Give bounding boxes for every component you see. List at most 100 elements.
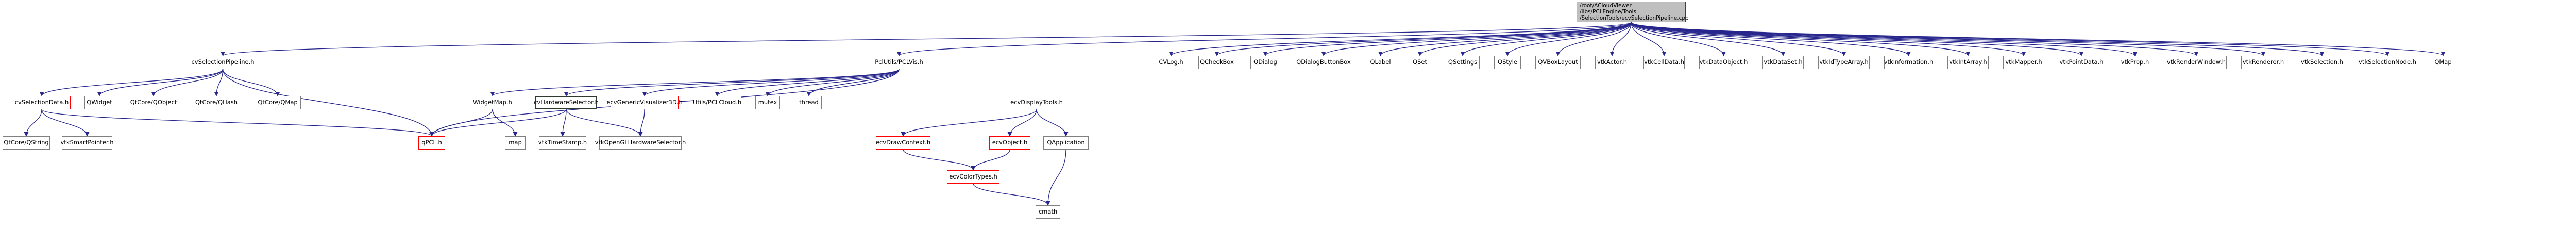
- edge-root-to-cvselectionpipeline-h: [221, 22, 1632, 56]
- root-label-line-1: /root/ACloudViewer: [1580, 2, 1632, 9]
- graph-node-vtkprop-h[interactable]: vtkProp.h: [2119, 56, 2151, 69]
- edge-pclutils-pclvis-h-to-mutex: [765, 69, 900, 96]
- edge-cvselectiondata-h-to-qpcl-h: [41, 109, 434, 137]
- graph-node-qtcore-qobject[interactable]: QtCore/QObject: [129, 96, 178, 109]
- graph-node-qvboxlayout[interactable]: QVBoxLayout: [1535, 56, 1581, 69]
- edge-cvselectionpipeline-h-to-cvselectiondata-h: [39, 69, 224, 96]
- edge-cvselectionpipeline-h-to-qtcore-qobject: [151, 69, 224, 96]
- graph-node-ecvgenericvisualizer3d-h[interactable]: ecvGenericVisualizer3D.h: [606, 96, 683, 109]
- graph-node-cmath[interactable]: cmath: [1036, 205, 1060, 219]
- edge-ecvdisplaytools-h-to-ecvdrawcontext-h: [901, 109, 1037, 137]
- graph-node-ecvdrawcontext-h[interactable]: ecvDrawContext.h: [876, 136, 930, 150]
- edge-root-to-vtkpointdata-h: [1631, 22, 2084, 56]
- graph-node-cvhardwareselector-h[interactable]: cvHardwareSelector.h: [534, 96, 599, 109]
- graph-node-vtkopenglhardwareselector-h[interactable]: vtkOpenGLHardwareSelector.h: [595, 136, 686, 150]
- graph-node-qset[interactable]: QSet: [1409, 56, 1431, 69]
- edge-root-to-pclutils-pclvis-h: [896, 22, 1632, 56]
- graph-node-cvselectiondata-h[interactable]: cvSelectionData.h: [13, 96, 71, 109]
- edge-root-to-vtkdataobject-h: [1631, 22, 1726, 56]
- graph-node-qtcore-qmap[interactable]: QtCore/QMap: [255, 96, 301, 109]
- graph-node-qdialog[interactable]: QDialog: [1250, 56, 1280, 69]
- edge-ecvobject-h-to-ecvcolortypes-h: [971, 149, 1010, 171]
- edge-root-to-vtkidtypearray-h: [1631, 22, 1846, 56]
- edge-root-to-vtkselection-h: [1631, 22, 2325, 56]
- graph-node-thread[interactable]: thread: [796, 96, 822, 109]
- edge-cvhardwareselector-h-to-vtktimestamp-h: [560, 109, 567, 137]
- graph-node-qtcore-qstring[interactable]: QtCore/QString: [3, 136, 50, 150]
- graph-node-qstyle[interactable]: QStyle: [1494, 56, 1521, 69]
- graph-node-vtkintarray-h[interactable]: vtkIntArray.h: [1947, 56, 1989, 69]
- edge-root-to-vtkprop-h: [1631, 22, 2138, 56]
- graph-node-qmap[interactable]: QMap: [2431, 56, 2455, 69]
- edge-ecvgenericvisualizer3d-h-to-vtkopenglhardwareselector-h: [638, 109, 645, 137]
- edge-root-to-qdialog: [1263, 22, 1632, 56]
- graph-node-vtkdataset-h[interactable]: vtkDataSet.h: [1762, 56, 1804, 69]
- edge-cvselectionpipeline-h-to-qtcore-qhash: [214, 69, 224, 96]
- edge-cvselectiondata-h-to-vtksmartpointer-h: [41, 109, 90, 137]
- edge-cvselectiondata-h-to-qtcore-qstring: [24, 109, 42, 137]
- edge-pclutils-pclvis-h-to-thread: [806, 69, 900, 96]
- edge-root-to-qvboxlayout: [1555, 22, 1632, 56]
- graph-node-vtkactor-h[interactable]: vtkActor.h: [1595, 56, 1629, 69]
- graph-node-qdialogbuttonbox[interactable]: QDialogButtonBox: [1295, 56, 1352, 69]
- edge-cvselectionpipeline-h-to-qtcore-qmap: [222, 69, 280, 96]
- edge-widgetmap-h-to-map: [492, 109, 518, 137]
- graph-node-qcheckbox[interactable]: QCheckBox: [1198, 56, 1235, 69]
- graph-node-ecvobject-h[interactable]: ecvObject.h: [989, 136, 1030, 150]
- graph-node-vtkcelldata-h[interactable]: vtkCellData.h: [1643, 56, 1685, 69]
- graph-node-pclutils-pclvis-h[interactable]: PclUtils/PCLVis.h: [873, 56, 925, 69]
- graph-node-qwidget[interactable]: QWidget: [84, 96, 114, 109]
- edge-pclutils-pclvis-h-to-ecvgenericvisualizer3d-h: [642, 69, 900, 96]
- graph-node-qpcl-h[interactable]: qPCL.h: [418, 136, 445, 150]
- graph-node-vtksmartpointer-h[interactable]: vtkSmartPointer.h: [61, 136, 114, 150]
- edge-pclutils-pclvis-h-to-utils-pclcloud-h: [715, 69, 900, 96]
- edge-root-to-qstyle: [1505, 22, 1632, 56]
- graph-node-widgetmap-h[interactable]: WidgetMap.h: [472, 96, 513, 109]
- edge-cvhardwareselector-h-to-qpcl-h: [429, 109, 567, 137]
- graph-node-vtkselectionnode-h[interactable]: vtkSelectionNode.h: [2359, 56, 2416, 69]
- edge-pclutils-pclvis-h-to-cvhardwareselector-h: [564, 69, 900, 96]
- graph-node-vtkselection-h[interactable]: vtkSelection.h: [2300, 56, 2344, 69]
- graph-node-vtkinformation-h[interactable]: vtkInformation.h: [1884, 56, 1933, 69]
- edge-root-to-vtkinformation-h: [1631, 22, 1911, 56]
- graph-node-qlabel[interactable]: QLabel: [1367, 56, 1394, 69]
- graph-node-qsettings[interactable]: QSettings: [1446, 56, 1480, 69]
- edge-root-to-vtkselectionnode-h: [1631, 22, 2390, 56]
- edge-ecvdisplaytools-h-to-qapplication: [1036, 109, 1069, 137]
- edge-root-to-qmap: [1631, 22, 2446, 56]
- graph-node-mutex[interactable]: mutex: [755, 96, 780, 109]
- graph-node-vtkmapper-h[interactable]: vtkMapper.h: [2003, 56, 2044, 69]
- edge-root-to-vtkmapper-h: [1631, 22, 2026, 56]
- graph-node-cvselectionpipeline-h[interactable]: cvSelectionPipeline.h: [191, 56, 255, 69]
- root-node: /root/ACloudViewer/libs/PCLEngine/Tools/…: [1577, 2, 1689, 22]
- edge-root-to-vtkactor-h: [1609, 22, 1632, 56]
- graph-node-utils-pclcloud-h[interactable]: Utils/PCLCloud.h: [693, 96, 741, 109]
- edge-root-to-qsettings: [1460, 22, 1632, 56]
- edge-cvselectionpipeline-h-to-qwidget: [97, 69, 224, 96]
- edge-ecvdisplaytools-h-to-ecvobject-h: [1007, 109, 1037, 137]
- graph-node-cvlog-h[interactable]: CVLog.h: [1157, 56, 1185, 69]
- edge-root-to-qlabel: [1378, 22, 1632, 56]
- graph-node-map[interactable]: map: [505, 136, 526, 150]
- graph-node-qtcore-qhash[interactable]: QtCore/QHash: [193, 96, 240, 109]
- graph-node-vtkdataobject-h[interactable]: vtkDataObject.h: [1699, 56, 1748, 69]
- edge-root-to-vtkrenderwindow-h: [1631, 22, 2199, 56]
- graph-node-vtktimestamp-h[interactable]: vtkTimeStamp.h: [538, 136, 587, 150]
- graph-node-ecvcolortypes-h[interactable]: ecvColorTypes.h: [947, 170, 999, 184]
- root-label-line-3: /SelectionTools/ecvSelectionPipeline.cpp: [1580, 15, 1689, 22]
- graph-node-vtkidtypearray-h[interactable]: vtkIdTypeArray.h: [1818, 56, 1870, 69]
- graph-node-vtkpointdata-h[interactable]: vtkPointData.h: [2059, 56, 2104, 69]
- graph-node-ecvdisplaytools-h[interactable]: ecvDisplayTools.h: [1010, 96, 1063, 109]
- root-label-line-2: /libs/PCLEngine/Tools: [1580, 8, 1636, 15]
- graph-node-qapplication[interactable]: QApplication: [1043, 136, 1089, 150]
- graph-node-vtkrenderer-h[interactable]: vtkRenderer.h: [2241, 56, 2285, 69]
- edge-qapplication-to-cmath: [1045, 149, 1066, 206]
- graph-node-vtkrenderwindow-h[interactable]: vtkRenderWindow.h: [2166, 56, 2227, 69]
- edge-widgetmap-h-to-qpcl-h: [429, 109, 493, 137]
- edge-pclutils-pclvis-h-to-widgetmap-h: [490, 69, 900, 96]
- edge-root-to-qcheckbox: [1214, 22, 1632, 56]
- edge-root-to-cvlog-h: [1168, 22, 1632, 56]
- edge-ecvcolortypes-h-to-cmath: [973, 183, 1050, 206]
